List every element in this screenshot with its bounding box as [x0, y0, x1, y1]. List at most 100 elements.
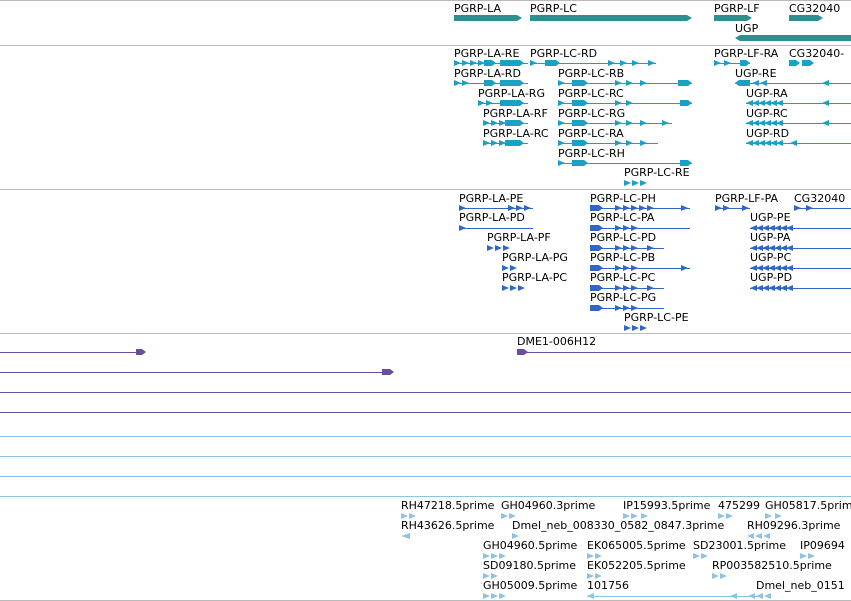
transcript-label[interactable]: PGRP-LC-RG	[558, 107, 626, 120]
exon-arrow[interactable]	[615, 245, 622, 251]
exon-arrow[interactable]	[770, 100, 777, 106]
protein-label[interactable]: CG32040	[794, 192, 846, 205]
protein-label[interactable]: PGRP-LA-PF	[487, 231, 551, 244]
exon-arrow[interactable]	[508, 205, 515, 211]
exon-arrow[interactable]	[524, 205, 531, 211]
exon-arrow[interactable]	[626, 140, 633, 146]
exon-arrow[interactable]	[615, 265, 622, 271]
transcript-label[interactable]: UGP-RA	[746, 87, 788, 100]
exon-arrow[interactable]	[624, 325, 631, 331]
protein-label[interactable]: PGRP-LC-PA	[590, 211, 655, 224]
exon-arrow[interactable]	[620, 60, 627, 66]
transcript-label[interactable]: PGRP-LA-RC	[483, 127, 549, 140]
gene-label[interactable]: PGRP-LF	[714, 2, 760, 15]
exon-arrow[interactable]	[724, 60, 731, 66]
exon-arrow[interactable]	[750, 285, 757, 291]
exon-arrow[interactable]	[623, 245, 630, 251]
exon-arrow[interactable]	[631, 245, 638, 251]
exon-block[interactable]	[505, 140, 524, 146]
protein-label[interactable]: PGRP-LC-PC	[590, 271, 656, 284]
exon-block[interactable]	[572, 120, 588, 126]
exon-block[interactable]	[500, 60, 524, 66]
exon-arrow[interactable]	[640, 80, 647, 86]
exon-block[interactable]	[680, 160, 692, 166]
exon-arrow[interactable]	[558, 80, 565, 86]
exon-arrow[interactable]	[822, 100, 829, 106]
exon-arrow[interactable]	[491, 120, 498, 126]
exon-arrow[interactable]	[764, 120, 771, 126]
exon-arrow[interactable]	[662, 120, 669, 126]
gene-glyph[interactable]	[454, 15, 522, 21]
exon-block[interactable]	[590, 225, 603, 231]
exon-arrow[interactable]	[631, 225, 638, 231]
est-glyph[interactable]	[409, 513, 416, 519]
exon-arrow[interactable]	[518, 285, 525, 291]
protein-label[interactable]: PGRP-LC-PG	[590, 291, 657, 304]
protein-label[interactable]: PGRP-LC-PE	[624, 311, 689, 324]
est-glyph[interactable]	[775, 513, 782, 519]
exon-arrow[interactable]	[510, 265, 517, 271]
cdna-glyph[interactable]	[382, 369, 394, 375]
gene-label[interactable]: CG32040	[789, 2, 841, 15]
exon-arrow[interactable]	[499, 120, 506, 126]
exon-arrow[interactable]	[776, 100, 783, 106]
exon-arrow[interactable]	[752, 120, 759, 126]
exon-arrow[interactable]	[632, 180, 639, 186]
est-glyph[interactable]	[720, 573, 727, 579]
est-glyph[interactable]	[693, 553, 700, 559]
transcript-label[interactable]: PGRP-LC-RH	[558, 147, 625, 160]
exon-arrow[interactable]	[615, 120, 622, 126]
exon-arrow[interactable]	[758, 140, 765, 146]
exon-arrow[interactable]	[750, 245, 757, 251]
exon-arrow[interactable]	[752, 80, 759, 86]
est-glyph[interactable]	[491, 573, 498, 579]
exon-arrow[interactable]	[762, 265, 769, 271]
exon-arrow[interactable]	[558, 140, 565, 146]
transcript-label[interactable]: PGRP-LA-RE	[454, 47, 520, 60]
gene-glyph[interactable]	[530, 15, 692, 21]
transcript-label[interactable]: PGRP-LC-RC	[558, 87, 624, 100]
exon-arrow[interactable]	[794, 205, 801, 211]
gene-label[interactable]: PGRP-LA	[454, 2, 502, 15]
exon-arrow[interactable]	[786, 225, 793, 231]
exon-arrow[interactable]	[756, 245, 763, 251]
exon-arrow[interactable]	[758, 100, 765, 106]
exon-block[interactable]	[500, 80, 524, 86]
exon-block[interactable]	[802, 60, 814, 66]
est-glyph[interactable]	[623, 513, 630, 519]
est-glyph[interactable]	[491, 593, 498, 599]
exon-arrow[interactable]	[681, 205, 688, 211]
est-glyph[interactable]	[712, 573, 719, 579]
gene-label[interactable]: UGP	[735, 22, 759, 35]
transcript-label[interactable]: PGRP-LA-RG	[478, 87, 545, 100]
exon-block[interactable]	[572, 100, 588, 106]
transcript-label[interactable]: PGRP-LF-RA	[714, 47, 779, 60]
est-glyph[interactable]	[641, 513, 648, 519]
exon-arrow[interactable]	[631, 305, 638, 311]
protein-label[interactable]: PGRP-LF-PA	[715, 192, 779, 205]
est-label[interactable]: RP003582510.5prime	[712, 559, 832, 572]
exon-arrow[interactable]	[470, 60, 477, 66]
exon-arrow[interactable]	[510, 285, 517, 291]
exon-arrow[interactable]	[746, 140, 753, 146]
protein-label[interactable]: PGRP-LA-PE	[459, 192, 524, 205]
exon-arrow[interactable]	[502, 285, 509, 291]
exon-arrow[interactable]	[486, 100, 493, 106]
est-label[interactable]: RH43626.5prime	[401, 519, 495, 532]
exon-arrow[interactable]	[516, 205, 523, 211]
est-glyph[interactable]	[800, 553, 807, 559]
est-glyph[interactable]	[587, 593, 594, 599]
cdna-glyph[interactable]	[136, 349, 146, 355]
exon-block[interactable]	[500, 100, 524, 106]
exon-arrow[interactable]	[758, 120, 765, 126]
est-glyph[interactable]	[483, 553, 490, 559]
est-glyph[interactable]	[499, 553, 506, 559]
est-glyph[interactable]	[764, 593, 771, 599]
exon-arrow[interactable]	[454, 60, 461, 66]
est-glyph[interactable]	[491, 553, 498, 559]
exon-arrow[interactable]	[822, 120, 829, 126]
est-glyph[interactable]	[763, 533, 770, 539]
exon-arrow[interactable]	[558, 100, 565, 106]
exon-arrow[interactable]	[615, 285, 622, 291]
exon-block[interactable]	[545, 60, 560, 66]
